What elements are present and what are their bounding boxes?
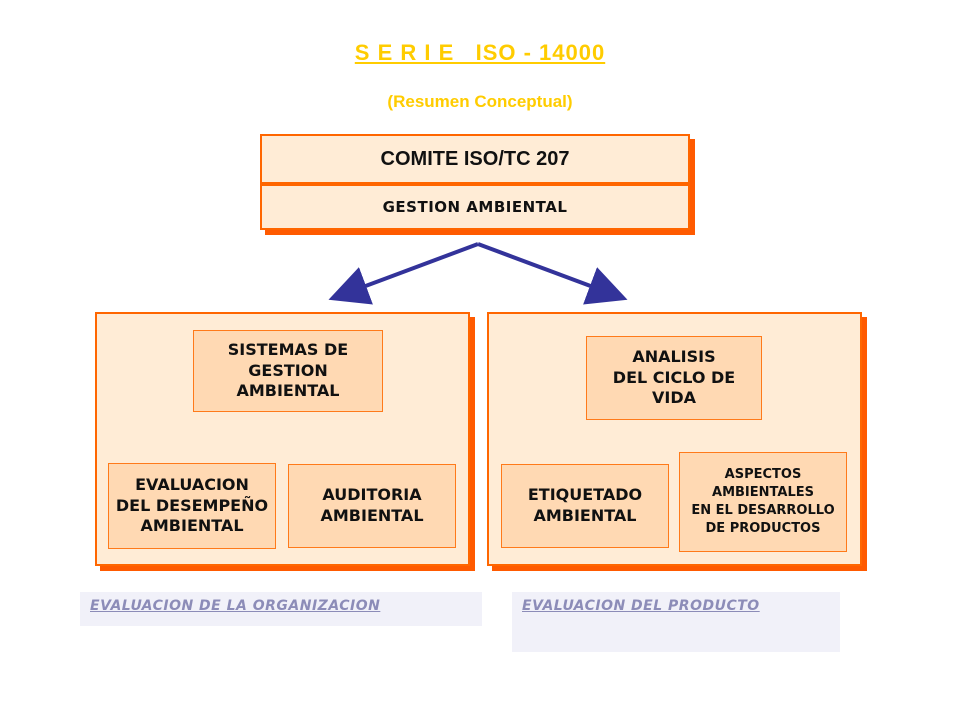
box-evaluacion-desempeno: EVALUACION DEL DESEMPEÑO AMBIENTAL	[108, 463, 276, 549]
box-etiquetado: ETIQUETADO AMBIENTAL	[501, 464, 669, 548]
comite-box: COMITE ISO/TC 207	[260, 134, 690, 184]
footer-producto: EVALUACION DEL PRODUCTO	[512, 592, 840, 652]
box-auditoria: AUDITORIA AMBIENTAL	[288, 464, 456, 548]
page-title: S E R I E ISO - 14000	[354, 40, 606, 65]
arrow-left	[328, 242, 479, 305]
box-analisis-ciclo: ANALISIS DEL CICLO DE VIDA	[586, 336, 762, 420]
arrow-right	[477, 242, 628, 305]
page-subtitle: (Resumen Conceptual)	[387, 92, 573, 111]
box-aspectos-ambientales: ASPECTOS AMBIENTALES EN EL DESARROLLO DE…	[679, 452, 847, 552]
gestion-ambiental-box: GESTION AMBIENTAL	[260, 184, 690, 230]
footer-organizacion: EVALUACION DE LA ORGANIZACION	[80, 592, 482, 626]
box-sistemas-gestion: SISTEMAS DE GESTION AMBIENTAL	[193, 330, 383, 412]
